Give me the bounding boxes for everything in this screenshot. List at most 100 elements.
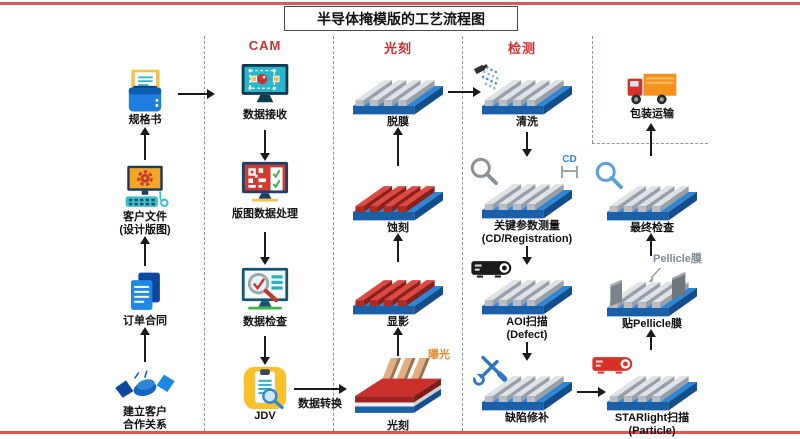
node-packing-transport: 包装运输 xyxy=(587,70,717,121)
contract-documents-icon xyxy=(126,270,164,315)
column-divider-2 xyxy=(333,36,334,431)
magnifier-icon xyxy=(468,156,502,190)
node-label: 光刻 xyxy=(387,420,409,432)
node-defect-repair: 缺陷修补 xyxy=(462,352,592,425)
node-label: 脱膜 xyxy=(387,116,409,128)
diagram-title-box: 半导体掩模版的工艺流程图 xyxy=(284,6,518,31)
column-divider-1 xyxy=(204,36,205,431)
spray-icon xyxy=(468,62,508,96)
node-label: 显影 xyxy=(387,316,409,328)
arrow-up xyxy=(140,127,150,160)
pellicle-frame-icon xyxy=(602,268,702,318)
arrow-down xyxy=(522,132,532,157)
magnifier-icon xyxy=(593,160,627,194)
layout-data-monitor-icon xyxy=(237,160,293,208)
cd-measure-bracket xyxy=(561,166,578,178)
node-data-receive: 数据接收 xyxy=(205,62,325,122)
node-jdv: JDV xyxy=(205,366,325,423)
scanner-projector-icon xyxy=(470,258,514,282)
node-cleaning: 清洗 xyxy=(462,66,592,129)
column-divider-4 xyxy=(592,36,593,143)
wafer-red-icon xyxy=(348,266,448,316)
arrow-right xyxy=(178,89,215,99)
node-label: AOI扫描 xyxy=(506,316,548,328)
data-check-monitor-icon xyxy=(237,266,293,316)
arrow-up xyxy=(646,233,656,256)
node-develop: 显影 xyxy=(338,266,458,329)
node-label: 建立客户 xyxy=(123,406,167,418)
client-computer-icon xyxy=(120,164,170,211)
pellicle-annotation: Pellicle膜 xyxy=(653,253,702,265)
pellicle-wafer xyxy=(602,268,702,318)
node-label: 规格书 xyxy=(128,114,162,126)
node-sublabel: (CD/Registration) xyxy=(481,233,573,245)
node-label: 清洗 xyxy=(516,116,538,128)
arrow-right xyxy=(448,87,481,97)
node-label: 订单合同 xyxy=(123,315,167,327)
node-lithography: 曝光 光刻 xyxy=(338,349,458,433)
node-label: 包装运输 xyxy=(630,108,674,120)
arrow-right xyxy=(577,387,606,397)
node-label: 最终检查 xyxy=(630,222,674,234)
data-receive-monitor-icon xyxy=(237,62,293,109)
data-conversion-label: 数据转换 xyxy=(298,398,342,410)
node-starlight-scan: STARlight扫描 (Particle) xyxy=(587,352,717,438)
node-layout-data-process: 版图数据处理 xyxy=(205,160,325,221)
node-label: 版图数据处理 xyxy=(232,208,298,220)
wafer-gray-icon xyxy=(348,66,448,116)
arrow-up xyxy=(646,123,656,156)
node-label: 贴Pellicle膜 xyxy=(622,318,682,330)
node-spec-book: 规格书 xyxy=(85,68,205,127)
column-divider-3 xyxy=(462,36,463,431)
handshake-icon xyxy=(115,368,175,406)
node-sublabel: (设计版图) xyxy=(119,224,171,236)
truck-icon xyxy=(624,70,680,108)
node-sublabel: (Particle) xyxy=(628,425,676,437)
node-key-parameter-measure: CD 关键参数测量 (CD/Registration) xyxy=(462,154,592,246)
node-label: 关键参数测量 xyxy=(494,220,560,232)
column-header-cam: CAM xyxy=(248,38,282,53)
jdv-app-icon xyxy=(243,366,287,410)
node-label: JDV xyxy=(254,410,276,422)
spec-document-icon xyxy=(122,68,168,114)
arrow-down xyxy=(522,342,532,361)
node-sublabel: 合作关系 xyxy=(123,419,167,431)
node-data-check: 数据检查 xyxy=(205,266,325,329)
wafer-red-icon xyxy=(348,172,448,222)
node-final-inspection: 最终检查 xyxy=(587,158,717,235)
arrow-up xyxy=(393,127,403,166)
bottom-frame-line xyxy=(0,431,800,434)
arrow-down xyxy=(522,246,532,265)
scanner-projector-icon xyxy=(591,354,635,378)
top-frame-line xyxy=(0,2,800,5)
column-header-litho: 光刻 xyxy=(383,41,412,56)
arrow-down xyxy=(260,232,270,265)
node-label: 缺陷修补 xyxy=(505,412,549,424)
node-aoi-scan: AOI扫描 (Defect) xyxy=(462,258,592,342)
cd-label: CD xyxy=(562,154,577,165)
arrow-down xyxy=(260,130,270,161)
arrow-down xyxy=(260,336,270,365)
diagram-title: 半导体掩模版的工艺流程图 xyxy=(317,10,485,27)
node-label: 数据检查 xyxy=(243,316,287,328)
node-strip-film: 脱膜 xyxy=(338,66,458,129)
node-label: 数据接收 xyxy=(243,109,287,121)
arrow-up xyxy=(140,327,150,362)
column-header-inspection: 检测 xyxy=(507,41,536,56)
node-build-customer-relation: 建立客户 合作关系 xyxy=(85,368,205,432)
arrow-up xyxy=(646,329,656,350)
arrow-right-data-conversion xyxy=(294,384,347,394)
node-client-file: 客户文件 (设计版图) xyxy=(85,164,205,237)
arrow-up xyxy=(140,236,150,266)
node-label: 蚀刻 xyxy=(387,222,409,234)
node-label: STARlight扫描 xyxy=(614,412,690,424)
node-order-contract: 订单合同 xyxy=(85,270,205,328)
arrow-up xyxy=(393,327,403,356)
node-pellicle-attach: Pellicle膜 贴Pellicle膜 xyxy=(587,253,717,331)
node-sublabel: (Defect) xyxy=(506,329,548,341)
wrench-screwdriver-icon xyxy=(472,352,508,388)
exposure-annotation: 曝光 xyxy=(428,349,450,361)
cd-annotation: CD xyxy=(561,154,578,178)
node-etching: 蚀刻 xyxy=(338,172,458,235)
